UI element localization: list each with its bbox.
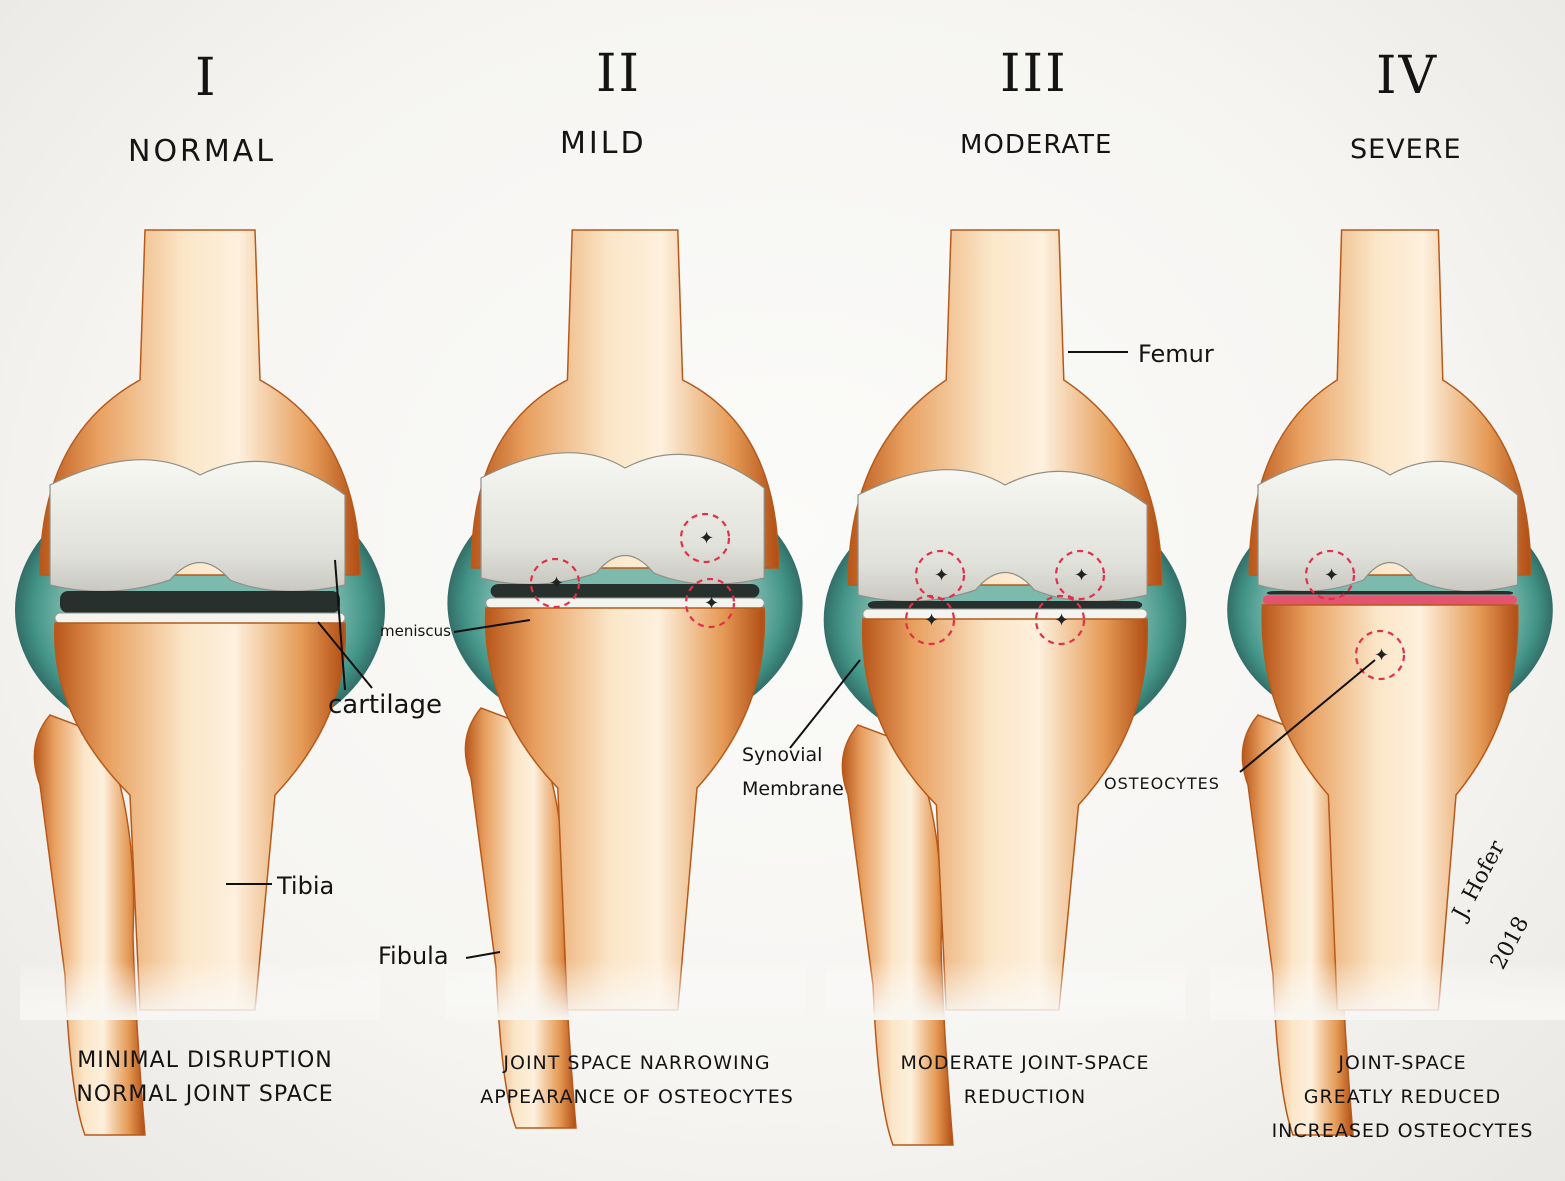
stage-1-numeral: I (195, 48, 218, 108)
stage-4-caption-line-3: INCREASED OSTEOCYTES (1250, 1114, 1555, 1148)
stage-3-caption: MODERATE JOINT-SPACE REDUCTION (860, 1046, 1190, 1114)
stage-2-numeral: II (596, 44, 641, 104)
knee-3: ✦ ✦ ✦ ✦ (824, 230, 1187, 1145)
bone-fade (825, 960, 1185, 1020)
stage-4-numeral: IV (1376, 46, 1438, 106)
osteocyte-glyph: ✦ (704, 593, 719, 614)
stage-3-caption-line-2: REDUCTION (860, 1080, 1190, 1114)
stage-1-caption-line-1: MINIMAL DISRUPTION (50, 1044, 360, 1078)
osteocyte-glyph: ✦ (1074, 565, 1089, 586)
osteocyte-glyph: ✦ (1374, 645, 1389, 666)
stage-4-name: SEVERE (1350, 134, 1462, 165)
tibia-label: Tibia (277, 872, 334, 900)
stage-4-caption-line-2: GREATLY REDUCED (1250, 1080, 1555, 1114)
cartilage-label: cartilage (328, 690, 442, 720)
stage-3-name: MODERATE (960, 130, 1112, 160)
synovial-membrane-label-line-1: Synovial (742, 738, 844, 772)
knee-1 (15, 230, 385, 1135)
stage-2-caption-line-1: JOINT SPACE NARROWING (462, 1046, 812, 1080)
synovial-membrane-label: Synovial Membrane (742, 738, 844, 806)
synovial-membrane-label-line-2: Membrane (742, 772, 844, 806)
osteocyte-glyph: ✦ (1054, 610, 1069, 631)
stage-2-name: MILD (560, 126, 647, 161)
stage-1-caption: MINIMAL DISRUPTION NORMAL JOINT SPACE (50, 1044, 360, 1112)
bone-fade (20, 960, 380, 1020)
stage-3-caption-line-1: MODERATE JOINT-SPACE (860, 1046, 1190, 1080)
fibula-label: Fibula (378, 942, 449, 970)
tibial-cartilage (55, 613, 345, 623)
stage-2-caption-line-2: APPEARANCE OF OSTEOCYTES (462, 1080, 812, 1114)
knee-2: ✦ ✦ ✦ (445, 230, 805, 1128)
stage-4-caption: JOINT-SPACE GREATLY REDUCED INCREASED OS… (1250, 1046, 1555, 1148)
osteocyte-glyph: ✦ (934, 565, 949, 586)
synovial-leader (790, 660, 860, 748)
stage-1-name: NORMAL (128, 134, 276, 169)
osteocyte-glyph: ✦ (699, 528, 714, 549)
joint-space (1267, 591, 1513, 595)
tibial-cartilage (486, 598, 764, 608)
stage-4-caption-line-1: JOINT-SPACE (1250, 1046, 1555, 1080)
bone-fade (445, 960, 805, 1020)
osteocyte-glyph: ✦ (1324, 565, 1339, 586)
osteocytes-label: OSTEOCYTES (1104, 774, 1220, 793)
stage-2-caption: JOINT SPACE NARROWING APPEARANCE OF OSTE… (462, 1046, 812, 1114)
stage-1-caption-line-2: NORMAL JOINT SPACE (50, 1078, 360, 1112)
femur-label: Femur (1138, 340, 1214, 368)
osteocyte-glyph: ✦ (549, 573, 564, 594)
osteocyte-glyph: ✦ (924, 610, 939, 631)
joint-space (868, 601, 1142, 609)
meniscus-label: meniscus (380, 622, 451, 640)
tibial-cartilage (1262, 595, 1517, 605)
stage-3-numeral: III (1000, 44, 1068, 104)
joint-space (60, 591, 340, 613)
bone-fade (1210, 960, 1565, 1020)
knee-4: ✦✦ (1210, 230, 1565, 1135)
